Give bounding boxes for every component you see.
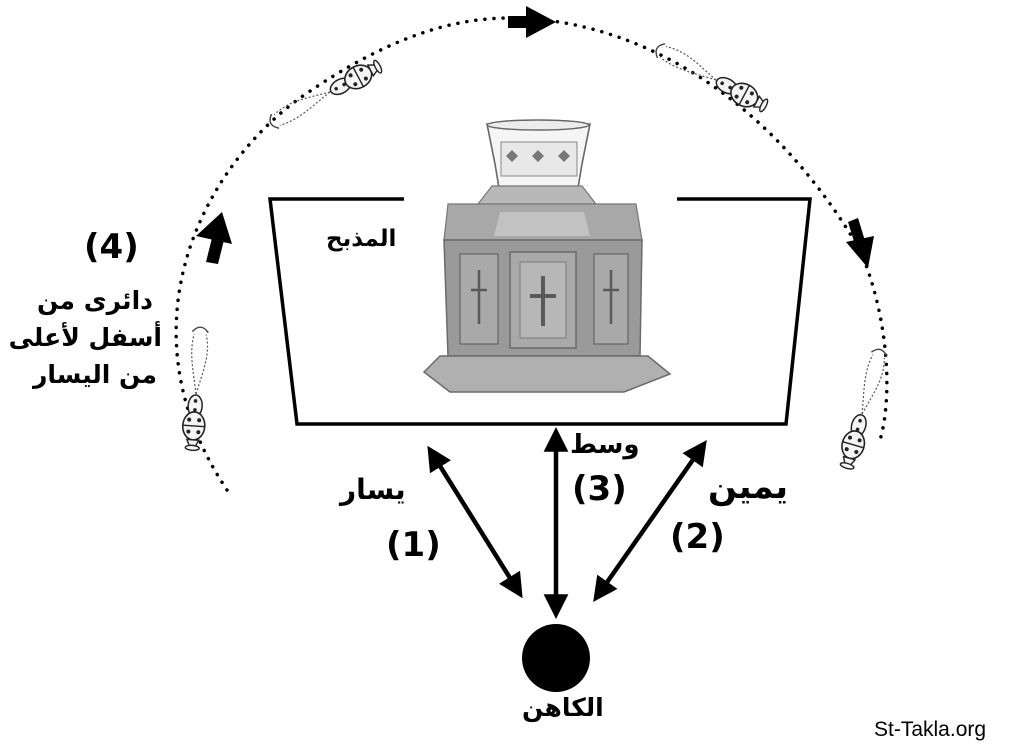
censer-icon [180, 325, 213, 452]
arrow-right [593, 439, 707, 603]
censer-icon [650, 38, 772, 118]
right-label: يمين [708, 467, 789, 507]
arrow-left [427, 445, 523, 599]
priest-label: الكاهن [522, 693, 604, 722]
middle-label: وسط [570, 430, 640, 460]
arrow-icon [846, 218, 874, 268]
altar-label: المذبح [326, 226, 397, 252]
arrow-icon [508, 6, 556, 38]
circle-description-line-1: دائرى من [37, 286, 153, 315]
circle-description-line-2: أسفل لأعلى [8, 323, 162, 352]
circle-description-line-3: من اليسار [32, 360, 158, 389]
altar-icon [404, 119, 672, 400]
arrow-icon [196, 212, 232, 264]
circle-description: دائرى من أسفل لأعلى من اليسار [8, 282, 162, 393]
priest-icon [522, 624, 590, 692]
step-2-number: (2) [670, 517, 725, 557]
altar-enclosure [268, 197, 812, 426]
censer-icon [835, 345, 892, 473]
step-1-number: (1) [386, 525, 441, 565]
step-4-number: (4) [84, 227, 139, 267]
left-label: يسار [340, 473, 406, 506]
step-3-number: (3) [572, 469, 627, 509]
censer-icon [264, 54, 386, 134]
watermark: St-Takla.org [874, 718, 987, 741]
